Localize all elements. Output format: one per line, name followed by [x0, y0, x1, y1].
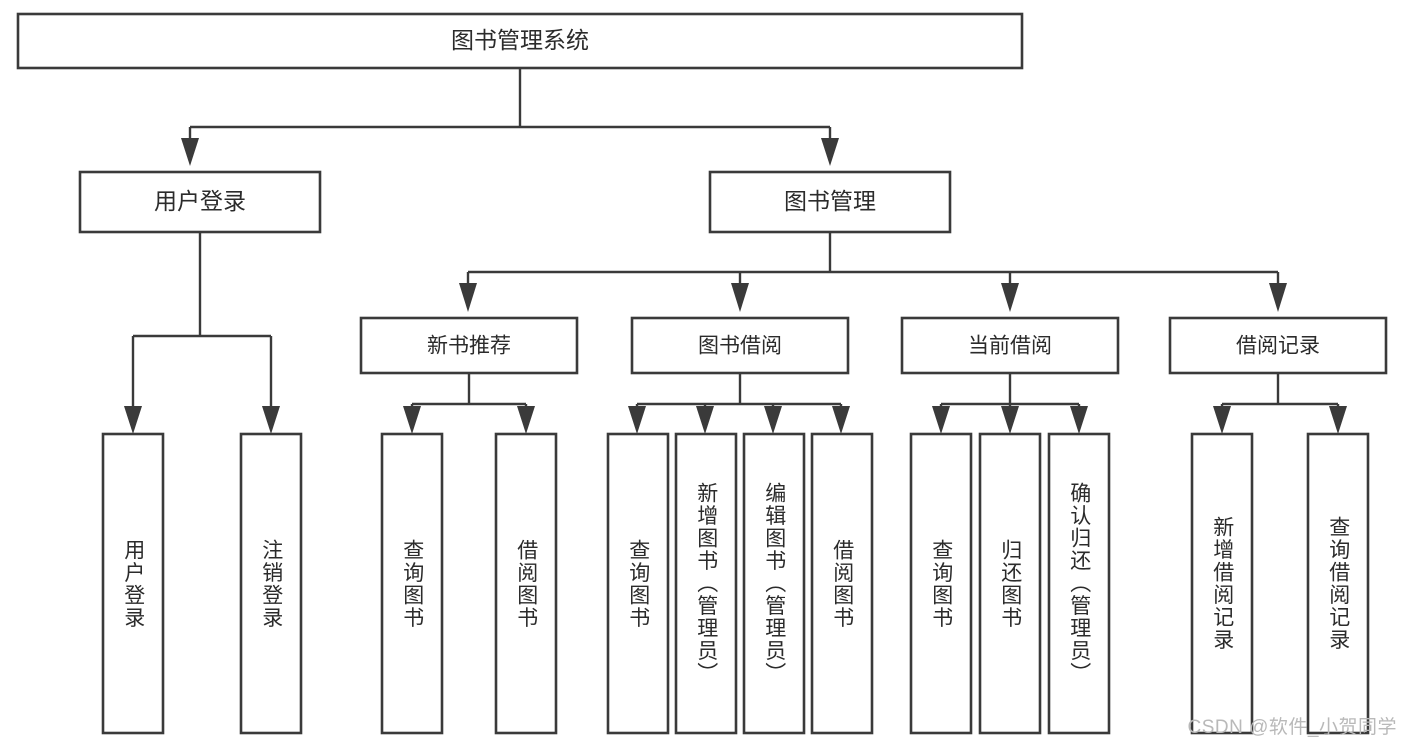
leaf-borrow-record-1[interactable]: [1306, 432, 1370, 735]
connector-current-borrow-to-leaves: [932, 373, 1088, 434]
node-root-box: [16, 12, 1024, 70]
leaf-book-borrow-1[interactable]: [674, 432, 738, 735]
arrow-head-icon: [1070, 406, 1088, 434]
connector-user-login-to-leaves: [124, 232, 280, 434]
node-new-book-recommend-box: [359, 316, 579, 375]
leaf-box: [1047, 432, 1111, 735]
node-current-borrow[interactable]: 当前借阅: [900, 316, 1120, 375]
connector-borrow-record-to-leaves: [1213, 373, 1347, 434]
connector-book-management-to-level3: [459, 232, 1287, 312]
arrow-head-icon: [181, 138, 199, 166]
connector-book-borrow-to-leaves: [628, 373, 850, 434]
leaf-book-borrow-3[interactable]: [810, 432, 874, 735]
node-book-management[interactable]: 图书管理: [708, 170, 952, 234]
leaf-box: [1190, 432, 1254, 735]
node-root-label: 图书管理系统: [451, 27, 589, 53]
node-current-borrow-box: [900, 316, 1120, 375]
leaf-new-book-recommend-0[interactable]: [380, 432, 444, 735]
leaf-user-login-1[interactable]: [239, 432, 303, 735]
arrow-head-icon: [696, 406, 714, 434]
leaf-box: [909, 432, 973, 735]
arrow-head-icon: [459, 283, 477, 312]
leaf-current-borrow-0[interactable]: [909, 432, 973, 735]
arrow-head-icon: [764, 406, 782, 434]
leaf-borrow-record-0[interactable]: [1190, 432, 1254, 735]
node-book-borrow[interactable]: 图书借阅: [630, 316, 850, 375]
leaf-user-login-0[interactable]: [101, 432, 165, 735]
leaf-new-book-recommend-1[interactable]: [494, 432, 558, 735]
leaf-box: [494, 432, 558, 735]
node-borrow-record-label: 借阅记录: [1236, 335, 1320, 358]
arrow-head-icon: [403, 406, 421, 434]
arrow-head-icon: [731, 283, 749, 312]
node-user-login-box: [78, 170, 322, 234]
node-new-book-recommend-label: 新书推荐: [427, 335, 511, 358]
leaf-box: [674, 432, 738, 735]
arrow-head-icon: [628, 406, 646, 434]
leaf-book-borrow-2[interactable]: [742, 432, 806, 735]
leaf-box: [380, 432, 444, 735]
arrow-head-icon: [832, 406, 850, 434]
node-current-borrow-label: 当前借阅: [968, 335, 1052, 358]
leaf-box: [810, 432, 874, 735]
node-user-login-label: 用户登录: [154, 188, 246, 214]
node-new-book-recommend[interactable]: 新书推荐: [359, 316, 579, 375]
arrow-head-icon: [821, 138, 839, 166]
leaf-box: [1306, 432, 1370, 735]
leaf-box: [101, 432, 165, 735]
leaf-current-borrow-1[interactable]: [978, 432, 1042, 735]
arrow-head-icon: [1269, 283, 1287, 312]
connector-new-book-recommend-to-leaves: [403, 373, 535, 434]
arrow-head-icon: [1329, 406, 1347, 434]
leaf-box: [742, 432, 806, 735]
leaf-box: [239, 432, 303, 735]
node-book-management-label: 图书管理: [784, 188, 876, 214]
arrow-head-icon: [517, 406, 535, 434]
node-root[interactable]: 图书管理系统: [16, 12, 1024, 70]
arrow-head-icon: [1213, 406, 1231, 434]
leaf-book-borrow-0[interactable]: [606, 432, 670, 735]
leaf-box: [606, 432, 670, 735]
node-book-borrow-label: 图书借阅: [698, 335, 782, 358]
watermark-text: CSDN @软件_小贺同学: [1187, 717, 1397, 738]
leaf-box: [978, 432, 1042, 735]
leaf-current-borrow-2[interactable]: [1047, 432, 1111, 735]
node-borrow-record[interactable]: 借阅记录: [1168, 316, 1388, 375]
arrow-head-icon: [124, 406, 142, 434]
arrow-head-icon: [932, 406, 950, 434]
arrow-head-icon: [1001, 406, 1019, 434]
connector-root-to-level2: [181, 68, 839, 166]
node-user-login[interactable]: 用户登录: [78, 170, 322, 234]
arrow-head-icon: [1001, 283, 1019, 312]
arrow-head-icon: [262, 406, 280, 434]
